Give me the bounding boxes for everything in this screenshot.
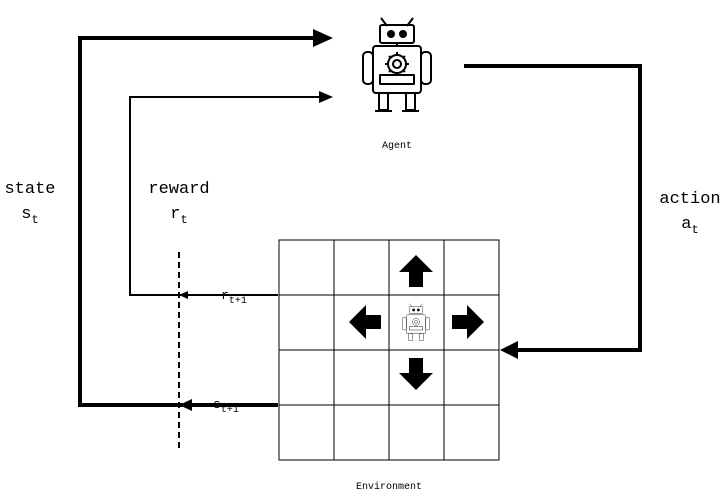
state-word: state [4, 180, 55, 199]
move-right-arrow-icon [452, 305, 484, 339]
next-reward-label: rt+1 [221, 288, 247, 307]
environment-grid [278, 239, 500, 461]
next-state-arrowhead [179, 399, 192, 411]
action-arrowhead [500, 341, 518, 359]
move-left-arrow-icon [349, 305, 381, 339]
next-state-label: st+1 [213, 397, 239, 416]
state-symbol-label: st [21, 205, 38, 227]
reward-symbol-label: rt [170, 205, 187, 227]
move-up-arrow-icon [399, 255, 433, 287]
action-line [464, 64, 642, 352]
action-symbol-label: at [681, 215, 698, 237]
action-word: action [659, 190, 720, 209]
state-arrowhead [313, 29, 333, 47]
next-reward-arrowhead [179, 291, 188, 299]
reward-feedback-line [129, 96, 322, 296]
environment-robot-icon [402, 303, 430, 341]
agent-robot-icon [362, 17, 432, 112]
environment-label: Environment [356, 481, 422, 493]
reward-word: reward [148, 180, 209, 199]
move-down-arrow-icon [399, 358, 433, 390]
agent-label: Agent [382, 141, 412, 152]
reward-arrowhead [319, 91, 333, 103]
